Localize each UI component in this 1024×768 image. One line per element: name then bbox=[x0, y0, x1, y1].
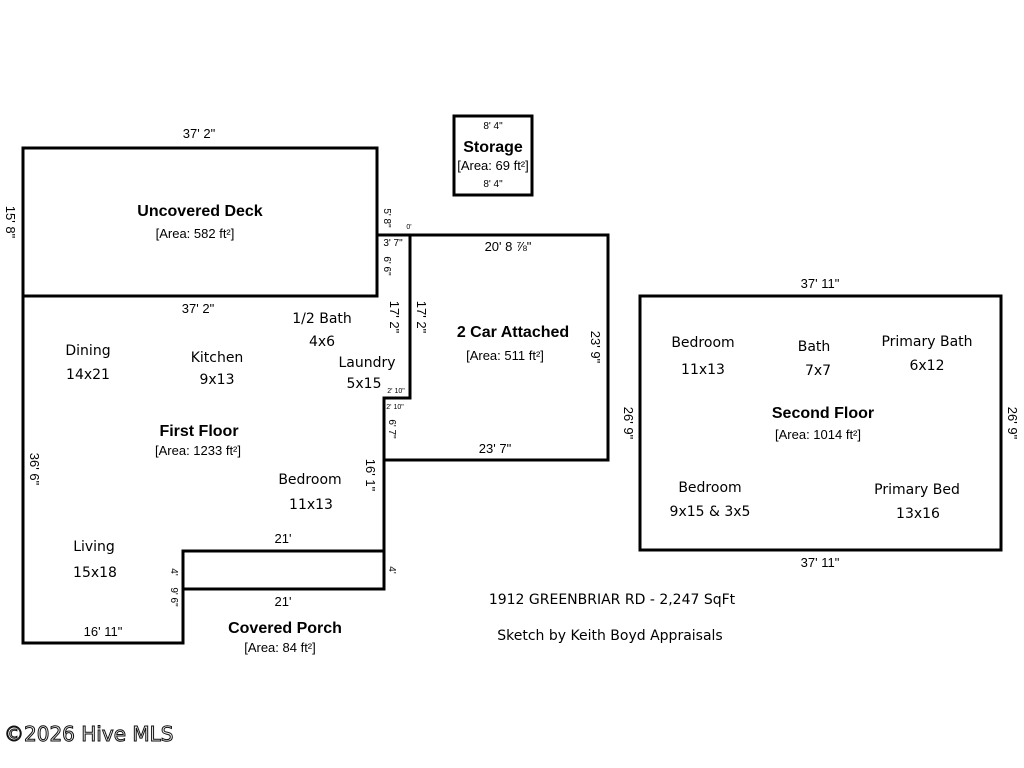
room-laundry-size: 5x15 bbox=[346, 376, 381, 392]
credit-caption: Sketch by Keith Boyd Appraisals bbox=[497, 628, 722, 644]
room-primary-bed-name: Primary Bed bbox=[874, 482, 960, 498]
dim-porch-top: 21' bbox=[275, 531, 292, 546]
address-caption: 1912 GREENBRIAR RD - 2,247 SqFt bbox=[489, 592, 736, 608]
dim-small-1: 2' 10" bbox=[387, 388, 405, 395]
dim-deck-bottom: 37' 2" bbox=[182, 301, 215, 316]
dim-deck-right-top: 5' 8" bbox=[381, 208, 392, 228]
dim-second-bottom: 37' 11" bbox=[801, 555, 840, 570]
room-bath-size: 7x7 bbox=[805, 363, 831, 379]
dim-second-right: 26' 9" bbox=[1005, 407, 1020, 440]
room-kitchen-size: 9x13 bbox=[199, 372, 234, 388]
storage-outline bbox=[452, 114, 534, 197]
dim-deck-right-low: 6' 6" bbox=[381, 256, 392, 276]
room-dining-size: 14x21 bbox=[66, 367, 110, 383]
porch-area: [Area: 84 ft²] bbox=[244, 640, 316, 655]
room-half-bath-name: 1/2 Bath bbox=[292, 311, 352, 327]
dim-laundry-wall: 17' 2" bbox=[387, 301, 402, 334]
deck-title: Uncovered Deck bbox=[137, 203, 262, 220]
dim-garage-right: 23' 9" bbox=[588, 331, 603, 364]
dim-wall-67: 6' 7" bbox=[386, 419, 397, 439]
covered-porch-outline bbox=[183, 551, 386, 591]
dim-garage-bottom: 23' 7" bbox=[479, 441, 512, 456]
room-bedroom-first-name: Bedroom bbox=[278, 472, 341, 488]
dim-garage-left: 17' 2" bbox=[414, 301, 429, 334]
dim-zero: 0' bbox=[406, 224, 411, 231]
dim-first-left: 36' 6" bbox=[27, 453, 42, 486]
dim-deck-top: 37' 2" bbox=[183, 126, 216, 141]
dim-porch-left-4: 4' bbox=[168, 568, 179, 576]
room-bedroom-first-size: 11x13 bbox=[289, 497, 333, 513]
deck-area: [Area: 582 ft²] bbox=[156, 226, 235, 241]
dim-garage-top: 20' 8 ⅞" bbox=[485, 239, 532, 254]
room-bedroom-second-size: 11x13 bbox=[681, 362, 725, 378]
second-floor-area: [Area: 1014 ft²] bbox=[775, 427, 861, 442]
room-dining-name: Dining bbox=[65, 343, 110, 359]
room-bath-name: Bath bbox=[798, 339, 831, 355]
room-bedroom-third-name: Bedroom bbox=[678, 480, 741, 496]
dim-wall-161: 16' 1" bbox=[363, 459, 378, 492]
storage-area: [Area: 69 ft²] bbox=[457, 158, 529, 173]
room-living-name: Living bbox=[73, 539, 115, 555]
second-floor-title: Second Floor bbox=[772, 405, 874, 422]
room-primary-bed-size: 13x16 bbox=[896, 506, 940, 522]
dim-deck-right-mid: 3' 7" bbox=[383, 238, 403, 249]
dim-second-top: 37' 11" bbox=[801, 276, 840, 291]
dim-second-left: 26' 9" bbox=[621, 407, 636, 440]
dim-storage-bottom: 8' 4" bbox=[483, 179, 503, 190]
dim-porch-bottom: 21' bbox=[275, 594, 292, 609]
room-primary-bath-name: Primary Bath bbox=[881, 334, 972, 350]
room-laundry-name: Laundry bbox=[338, 355, 395, 371]
dim-first-bottom: 16' 11" bbox=[84, 624, 123, 639]
first-floor-area: [Area: 1233 ft²] bbox=[155, 443, 241, 458]
dim-porch-right-4: 4' bbox=[386, 566, 397, 574]
room-kitchen-name: Kitchen bbox=[191, 350, 244, 366]
storage-title: Storage bbox=[463, 139, 523, 156]
first-floor-title: First Floor bbox=[159, 423, 238, 440]
room-bedroom-third-size: 9x15 & 3x5 bbox=[670, 504, 751, 520]
second-floor-outline bbox=[638, 294, 1003, 552]
garage-outline bbox=[384, 233, 610, 462]
porch-title: Covered Porch bbox=[228, 620, 342, 637]
dim-storage-top: 8' 4" bbox=[483, 121, 503, 132]
room-living-size: 15x18 bbox=[73, 565, 117, 581]
garage-title: 2 Car Attached bbox=[457, 324, 569, 341]
dim-porch-left-96: 9' 6" bbox=[168, 587, 179, 607]
dim-deck-left: 15' 8" bbox=[3, 206, 18, 239]
garage-area: [Area: 511 ft²] bbox=[466, 348, 544, 363]
room-bedroom-second-name: Bedroom bbox=[671, 335, 734, 351]
dim-small-2: 2' 10" bbox=[386, 404, 404, 411]
uncovered-deck-outline bbox=[21, 146, 379, 298]
room-primary-bath-size: 6x12 bbox=[909, 358, 944, 374]
room-half-bath-size: 4x6 bbox=[309, 334, 335, 350]
watermark: ©2026 Hive MLS bbox=[4, 722, 173, 746]
